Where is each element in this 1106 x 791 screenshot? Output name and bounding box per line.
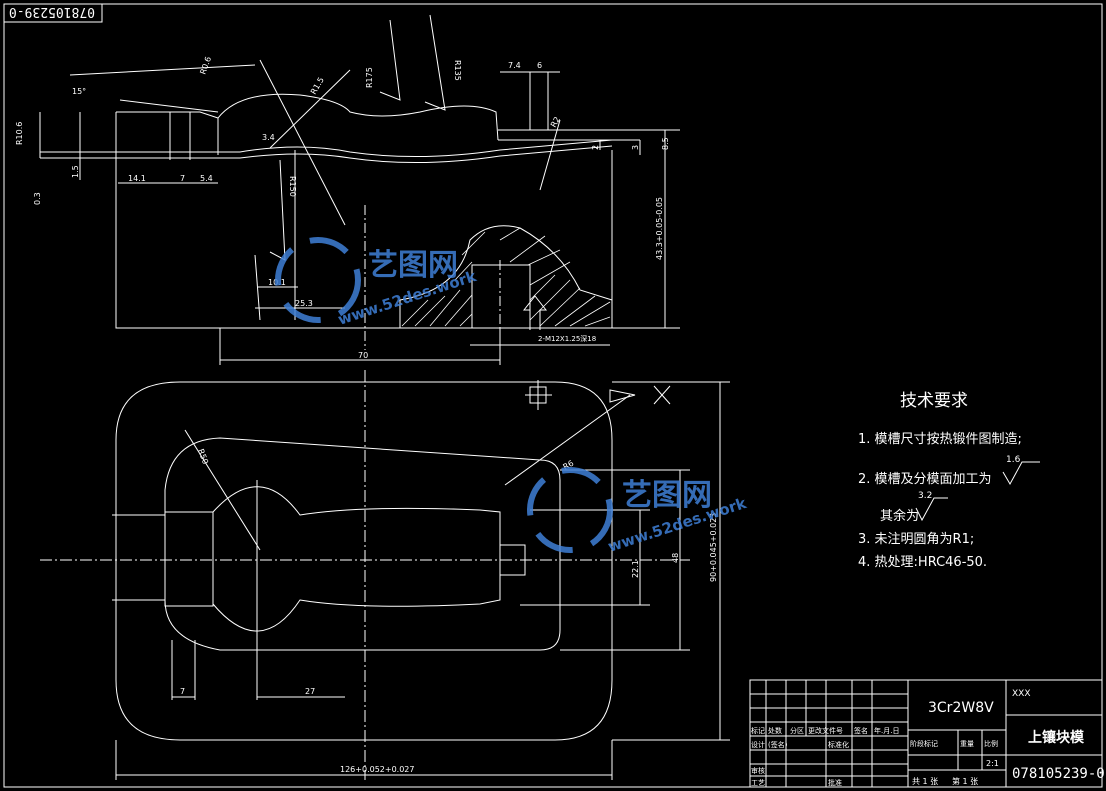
tech-item-5: 4. 热处理:HRC46-50.	[858, 555, 987, 570]
tb-design: 设计	[751, 740, 765, 749]
tech-item-2: 2. 模槽及分模面加工为	[858, 472, 992, 487]
dim-7-4: 7.4	[508, 61, 521, 70]
tech-item-3: 其余为	[880, 508, 919, 524]
dim-2: 2	[591, 145, 600, 150]
sheet-border	[3, 3, 1103, 788]
watermark-1: 艺图网 www.52des.work	[275, 237, 479, 329]
tb-material: 3Cr2W8V	[928, 700, 994, 716]
dim-thread: 2-M12X1.25深18	[538, 334, 596, 343]
tb-sheets-total: 共 1 张	[912, 777, 938, 786]
tb-review: 审核	[751, 766, 765, 775]
dim-7a: 7	[180, 174, 185, 183]
dim-r175: R175	[365, 67, 374, 88]
tb-stage: 阶段标记	[910, 739, 938, 748]
tb-scale-label: 比例	[984, 739, 998, 748]
dim-43: 43.3+0.05-0.05	[655, 197, 664, 260]
dim-90: 90+0.045+0.023	[709, 513, 718, 582]
watermark-logo-icon	[275, 237, 361, 323]
watermark-cn-2: 艺图网	[622, 478, 712, 513]
tb-part-name: 上镶块模	[1028, 729, 1085, 746]
dim-8-5: 8.5	[661, 137, 670, 150]
title-block	[749, 679, 1103, 788]
tb-header-sign: 签名	[854, 726, 868, 735]
tech-title: 技术要求	[900, 391, 968, 411]
dim-7b: 7	[180, 687, 185, 696]
tb-header-date: 年.月.日	[874, 726, 899, 735]
dim-r135: R135	[453, 60, 462, 81]
dim-5-4: 5.4	[200, 174, 213, 183]
dim-r150: R150	[288, 176, 297, 197]
plan-view	[40, 370, 730, 780]
dim-1-5: 1.5	[71, 165, 80, 178]
dim-0-3: 0.3	[33, 192, 42, 205]
dim-r50: R50	[196, 448, 210, 466]
title-block-text: 标记 处数 分区 更改文件号 签名 年.月.日 设计 (签名) 标准化 审核 工…	[751, 689, 1105, 787]
dim-126: 126+0.052+0.027	[340, 765, 414, 774]
dim-r0-6: R0.6	[198, 55, 213, 75]
dim-48: 48	[671, 553, 680, 563]
tb-scale: 2:1	[986, 759, 999, 768]
tb-header-change: 更改文件号	[808, 726, 843, 735]
tb-header-count: 处数	[768, 726, 782, 735]
watermark-cn-1: 艺图网	[368, 248, 458, 283]
dim-27: 27	[305, 687, 315, 696]
dim-14-1: 14.1	[128, 174, 146, 183]
rotated-drawing-number: 078105239-0	[9, 4, 95, 19]
tb-header-zone: 分区	[790, 726, 804, 735]
tech-item-1: 1. 模槽尺寸按热锻件图制造;	[858, 432, 1022, 447]
dim-r2: R2	[549, 115, 562, 129]
dim-3: 3	[631, 145, 640, 150]
dim-6: 6	[537, 61, 542, 70]
section-hatch	[401, 227, 611, 327]
dim-r1-5: R1.5	[309, 76, 326, 96]
tb-code: XXX	[1012, 689, 1031, 699]
roughness-symbol-2	[915, 497, 948, 522]
tb-process: 工艺	[751, 779, 765, 787]
watermark-logo-icon	[527, 467, 613, 553]
dim-22: 22.1	[631, 560, 640, 578]
dim-3-4: 3.4	[262, 133, 275, 142]
tb-weight: 重量	[960, 740, 974, 748]
tb-drawing-code: 078105239-0	[1012, 766, 1105, 782]
roughness-1: 1.6	[1006, 455, 1021, 465]
tb-header-mark: 标记	[751, 726, 765, 735]
tb-approve: 批准	[828, 778, 842, 787]
roughness-2: 3.2	[918, 491, 932, 501]
dim-15deg: 15°	[72, 87, 86, 96]
tb-design-sign: (签名)	[768, 740, 788, 749]
dim-25-3: 25.3	[295, 299, 313, 308]
roughness-symbol-1	[1002, 461, 1040, 486]
tech-requirements: 技术要求 1. 模槽尺寸按热锻件图制造; 2. 模槽及分模面加工为 1.6 其余…	[858, 391, 1040, 570]
tb-standard: 标准化	[828, 740, 849, 749]
top-view	[39, 14, 680, 365]
dim-70: 70	[358, 351, 368, 360]
tech-item-4: 3. 未注明圆角为R1;	[858, 532, 974, 547]
tb-sheets-current: 第 1 张	[952, 776, 978, 786]
dim-r10-6: R10.6	[15, 122, 24, 145]
rotated-number-box	[3, 3, 103, 23]
